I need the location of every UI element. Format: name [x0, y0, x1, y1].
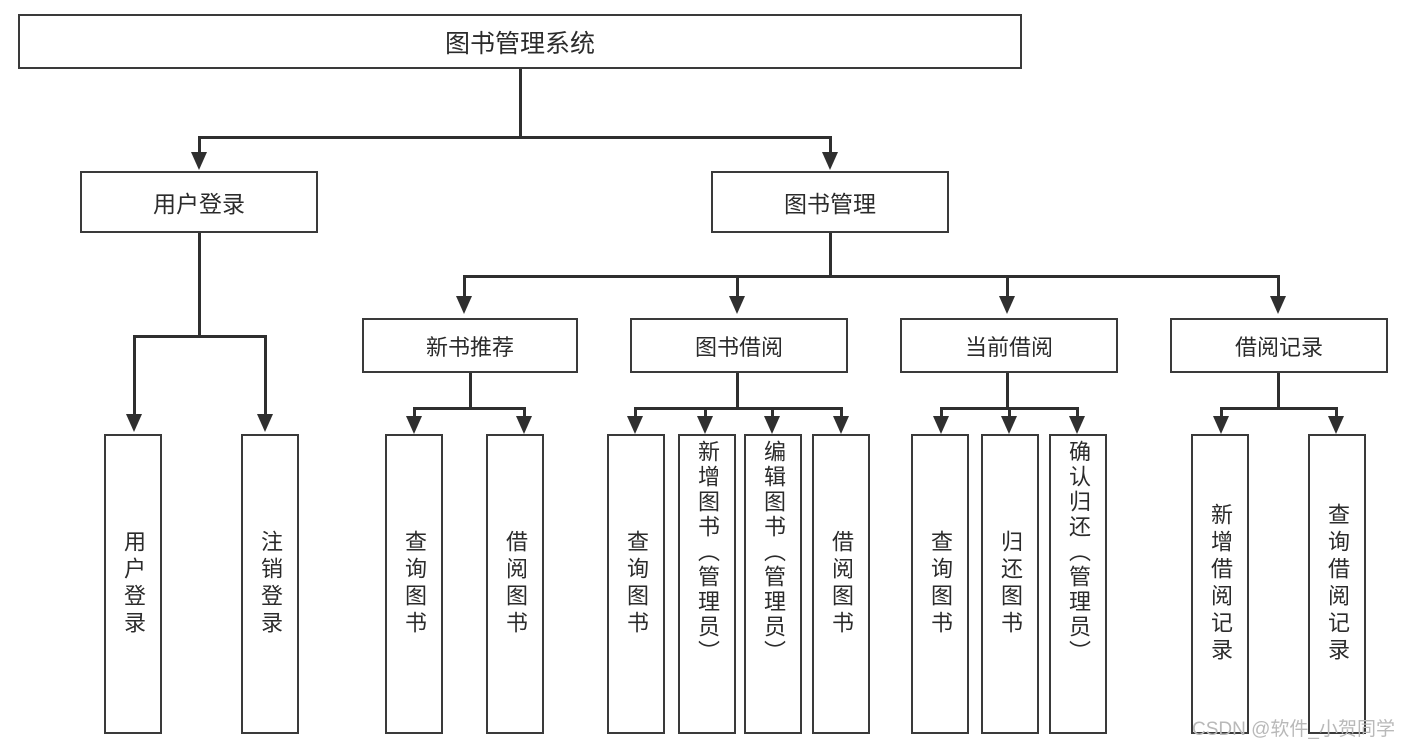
wire-drop-leaf-user-login: [133, 335, 136, 417]
wire-drop-new-book-recommend: [463, 275, 466, 299]
csdn-watermark: CSDN @软件_小贺同学: [1192, 719, 1395, 740]
arrowhead-edit-book: [764, 416, 780, 434]
arrowhead-user-login: [191, 152, 207, 170]
arrowhead-borrow-book-1: [516, 416, 532, 434]
wire-drop-query-book-3: [940, 407, 943, 419]
node-current-borrow-label: 当前借阅: [964, 334, 1053, 360]
wire-drop-book-borrow: [736, 275, 739, 299]
leaf-query-book-2[interactable]: 查询图书: [607, 434, 665, 734]
leaf-query-record[interactable]: 查询借阅记录: [1308, 434, 1366, 734]
node-book-management-label: 图书管理: [784, 191, 876, 217]
leaf-edit-book[interactable]: 编辑图书（管理员）: [744, 434, 802, 734]
leaf-query-book-3-label: 查询图书: [928, 530, 953, 638]
wire-current-borrow-stem: [1006, 373, 1009, 407]
wire-borrow-record-bus: [1220, 407, 1337, 410]
wire-drop-add-book: [704, 407, 707, 419]
arrowhead-query-record: [1328, 416, 1344, 434]
leaf-logout[interactable]: 注销登录: [241, 434, 299, 734]
leaf-add-book[interactable]: 新增图书（管理员）: [678, 434, 736, 734]
leaf-query-book-2-label: 查询图书: [624, 530, 649, 638]
leaf-add-book-label: 新增图书（管理员）: [695, 440, 720, 665]
leaf-return-book[interactable]: 归还图书: [981, 434, 1039, 734]
wire-drop-borrow-book-1: [523, 407, 526, 419]
leaf-query-book-1[interactable]: 查询图书: [385, 434, 443, 734]
wire-drop-user-login: [198, 136, 201, 156]
wire-drop-return-book: [1008, 407, 1011, 419]
wire-drop-query-book-2: [634, 407, 637, 419]
node-book-borrow-label: 图书借阅: [694, 334, 783, 360]
leaf-borrow-book-1[interactable]: 借阅图书: [486, 434, 544, 734]
node-user-login[interactable]: 用户登录: [80, 171, 318, 233]
leaf-add-record-label: 新增借阅记录: [1208, 503, 1233, 665]
arrowhead-leaf-logout: [257, 414, 273, 432]
wire-book-borrow-stem: [736, 373, 739, 407]
wire-drop-leaf-logout: [264, 335, 267, 417]
wire-level2-bus: [198, 136, 832, 139]
node-borrow-record-label: 借阅记录: [1234, 334, 1323, 360]
leaf-edit-book-label: 编辑图书（管理员）: [761, 440, 786, 665]
wire-drop-query-record: [1335, 407, 1338, 419]
leaf-add-record[interactable]: 新增借阅记录: [1191, 434, 1249, 734]
node-book-management[interactable]: 图书管理: [711, 171, 949, 233]
leaf-borrow-book-2-label: 借阅图书: [829, 530, 854, 638]
wire-user-login-bus: [133, 335, 266, 338]
wire-drop-edit-book: [771, 407, 774, 419]
leaf-confirm-return-label: 确认归还（管理员）: [1066, 440, 1091, 665]
arrowhead-add-record: [1213, 416, 1229, 434]
wire-new-book-recommend-bus: [413, 407, 525, 410]
arrowhead-add-book: [697, 416, 713, 434]
wire-borrow-record-stem: [1277, 373, 1280, 407]
leaf-user-login-label: 用户登录: [121, 530, 146, 638]
wire-drop-query-book-1: [413, 407, 416, 419]
wire-book-management-stem: [829, 233, 832, 275]
wire-drop-add-record: [1220, 407, 1223, 419]
wire-drop-book-management: [829, 136, 832, 156]
node-borrow-record[interactable]: 借阅记录: [1170, 318, 1388, 373]
wire-new-book-recommend-stem: [469, 373, 472, 407]
leaf-user-login[interactable]: 用户登录: [104, 434, 162, 734]
arrowhead-new-book-recommend: [456, 296, 472, 314]
arrowhead-query-book-2: [627, 416, 643, 434]
arrowhead-book-borrow: [729, 296, 745, 314]
leaf-logout-label: 注销登录: [258, 530, 283, 638]
wire-drop-confirm-return: [1076, 407, 1079, 419]
wire-drop-borrow-book-2: [840, 407, 843, 419]
arrowhead-book-management: [822, 152, 838, 170]
wire-drop-borrow-record: [1277, 275, 1280, 299]
leaf-return-book-label: 归还图书: [998, 530, 1023, 638]
arrowhead-current-borrow: [999, 296, 1015, 314]
node-new-book-recommend-label: 新书推荐: [425, 334, 514, 360]
wire-root-stem: [519, 69, 522, 136]
node-user-login-label: 用户登录: [153, 191, 245, 217]
arrowhead-confirm-return: [1069, 416, 1085, 434]
leaf-query-record-label: 查询借阅记录: [1325, 503, 1350, 665]
node-new-book-recommend[interactable]: 新书推荐: [362, 318, 578, 373]
wire-drop-current-borrow: [1006, 275, 1009, 299]
leaf-borrow-book-2[interactable]: 借阅图书: [812, 434, 870, 734]
node-root-label: 图书管理系统: [444, 29, 595, 58]
leaf-confirm-return[interactable]: 确认归还（管理员）: [1049, 434, 1107, 734]
arrowhead-query-book-3: [933, 416, 949, 434]
arrowhead-borrow-record: [1270, 296, 1286, 314]
leaf-query-book-1-label: 查询图书: [402, 530, 427, 638]
leaf-query-book-3[interactable]: 查询图书: [911, 434, 969, 734]
node-current-borrow[interactable]: 当前借阅: [900, 318, 1118, 373]
arrowhead-leaf-user-login: [126, 414, 142, 432]
node-root[interactable]: 图书管理系统: [18, 14, 1022, 69]
leaf-borrow-book-1-label: 借阅图书: [503, 530, 528, 638]
wire-user-login-stem: [198, 233, 201, 335]
arrowhead-borrow-book-2: [833, 416, 849, 434]
wire-book-borrow-bus: [634, 407, 842, 410]
arrowhead-return-book: [1001, 416, 1017, 434]
wire-level3-bus: [463, 275, 1280, 278]
node-book-borrow[interactable]: 图书借阅: [630, 318, 848, 373]
arrowhead-query-book-1: [406, 416, 422, 434]
